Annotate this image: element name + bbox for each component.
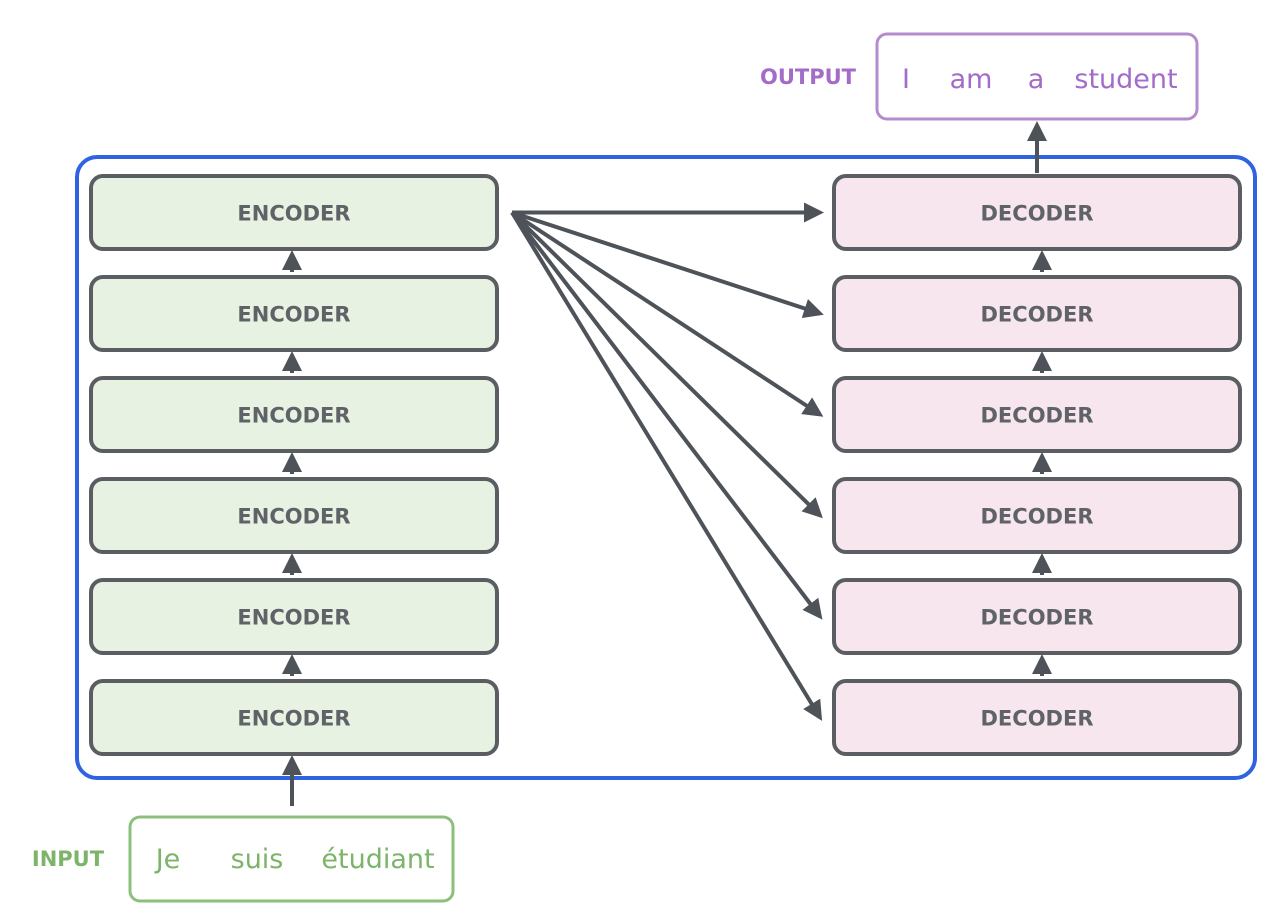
encoder-block: ENCODER xyxy=(89,477,499,554)
decoder-label: DECODER xyxy=(981,505,1094,529)
encoder-box xyxy=(89,679,499,756)
decoder-block: DECODER xyxy=(832,578,1242,655)
encoder-decoder-arrow xyxy=(510,211,823,620)
encoder-decoder-arrow xyxy=(510,211,823,721)
encoder-box xyxy=(89,578,499,655)
decoder-label: DECODER xyxy=(981,303,1094,327)
decoder-box xyxy=(832,578,1242,655)
output-word: I xyxy=(902,64,910,95)
decoder-box xyxy=(832,376,1242,453)
encoder-label: ENCODER xyxy=(237,707,350,731)
encoder-label: ENCODER xyxy=(237,606,350,630)
decoder-label: DECODER xyxy=(981,404,1094,428)
decoder-box xyxy=(832,477,1242,554)
decoder-block: DECODER xyxy=(832,174,1242,251)
encoder-block: ENCODER xyxy=(89,275,499,352)
decoder-block: DECODER xyxy=(832,275,1242,352)
output-word: student xyxy=(1074,64,1177,95)
encoder-label: ENCODER xyxy=(237,505,350,529)
decoder-block: DECODER xyxy=(832,477,1242,554)
decoder-block: DECODER xyxy=(832,679,1242,756)
decoder-label: DECODER xyxy=(981,202,1094,226)
encoder-label: ENCODER xyxy=(237,303,350,327)
decoder-label: DECODER xyxy=(981,707,1094,731)
output-label: OUTPUT xyxy=(760,65,857,89)
encoder-block: ENCODER xyxy=(89,376,499,453)
encoder-block: ENCODER xyxy=(89,578,499,655)
output-word: am xyxy=(950,64,993,95)
encoder-block: ENCODER xyxy=(89,174,499,251)
encoder-box xyxy=(89,275,499,352)
decoder-stack: DECODER DECODER DECODER DECODER DECODER DECOD… xyxy=(832,174,1242,756)
encoder-to-decoder-connections xyxy=(510,202,824,721)
input-word: étudiant xyxy=(321,844,434,875)
input-word: suis xyxy=(231,844,284,875)
input-box xyxy=(128,815,455,903)
encoder-label: ENCODER xyxy=(237,202,350,226)
encoder-stack: ENCODER ENCODER ENCODER ENCODER ENCODER ENCOD… xyxy=(89,174,499,756)
encoder-decoder-arrow xyxy=(511,210,824,319)
encoder-box xyxy=(89,376,499,453)
decoder-box xyxy=(832,275,1242,352)
input-word: Je xyxy=(154,844,181,875)
encoder-label: ENCODER xyxy=(237,404,350,428)
decoder-box xyxy=(832,679,1242,756)
encoder-box xyxy=(89,477,499,554)
decoder-label: DECODER xyxy=(981,606,1094,630)
output-word: a xyxy=(1028,64,1045,95)
input-label: INPUT xyxy=(32,847,105,871)
model-container xyxy=(75,155,1257,780)
encoder-box xyxy=(89,174,499,251)
encoder-decoder-arrow xyxy=(510,211,823,519)
decoder-block: DECODER xyxy=(832,376,1242,453)
output-box xyxy=(875,32,1199,121)
encoder-block: ENCODER xyxy=(89,679,499,756)
decoder-box xyxy=(832,174,1242,251)
encoder-decoder-arrow xyxy=(510,210,824,417)
